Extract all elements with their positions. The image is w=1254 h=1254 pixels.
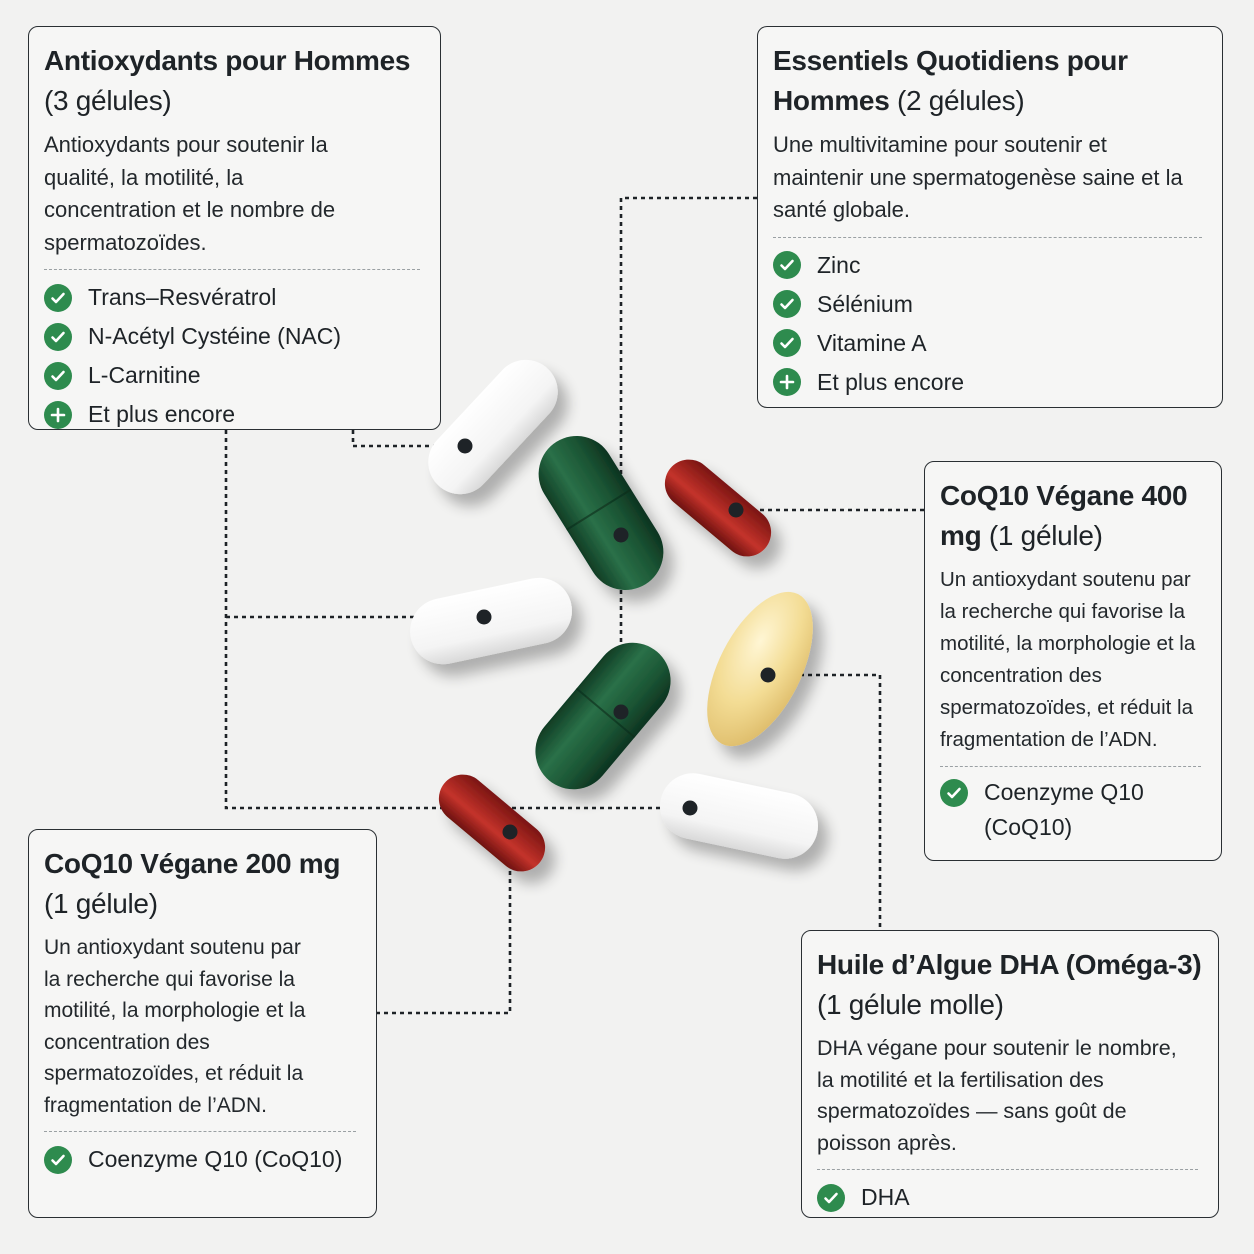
ingredient-label: Et plus encore: [88, 401, 236, 427]
check-icon: [44, 283, 72, 312]
connector-essentiels: [619, 196, 757, 712]
ingredient-item: Coenzyme Q10 (CoQ10): [44, 1140, 360, 1179]
check-icon: [773, 329, 801, 357]
ingredient-label: DHA: [861, 1184, 910, 1210]
check-icon: [44, 322, 72, 351]
ingredient-label: Sélénium: [817, 290, 913, 317]
dot-white-top: [457, 438, 473, 454]
connector-dha: [768, 673, 882, 928]
dot-white-middle: [476, 609, 492, 625]
ingredient-list: Trans–Resvératrol N-Acétyl Cystéine (NAC…: [44, 278, 424, 434]
dot-red-top: [728, 502, 744, 518]
ingredient-item: Coenzyme Q10 (CoQ10): [940, 775, 1205, 845]
connector-antioxydants-branch: [224, 430, 690, 810]
green-capsule-bottom: [535, 642, 671, 790]
check-icon: [817, 1183, 845, 1212]
card-title-text: Antioxydants pour Hommes: [44, 45, 411, 76]
card-coq10-200: CoQ10 Végane 200 mg (1 gélule) Un antiox…: [28, 829, 377, 1218]
ingredient-item: Sélénium: [773, 285, 1206, 324]
ingredient-item: DHA: [817, 1178, 1202, 1217]
card-description: Une multivitamine pour soutenir et maint…: [773, 132, 1183, 222]
softgel-capsule: [707, 591, 813, 747]
dot-green-top: [613, 527, 629, 543]
ingredient-label: Coenzyme Q10 (CoQ10): [984, 779, 1144, 840]
dot-white-bottom: [682, 800, 698, 816]
ingredient-list: Coenzyme Q10 (CoQ10): [44, 1140, 360, 1179]
check-icon: [44, 1145, 72, 1174]
divider: [817, 1169, 1198, 1170]
connector-antioxydants: [351, 430, 465, 448]
card-title: Antioxydants pour Hommes (3 gélules): [44, 41, 424, 121]
red-capsule-bottom: [438, 774, 546, 872]
connector-coq10-200: [376, 832, 512, 1015]
ingredient-label: Trans–Resvératrol: [88, 284, 277, 310]
divider: [44, 1131, 356, 1132]
card-title-text: Essentiels Quotidiens pour Hommes: [773, 45, 1128, 116]
ingredient-list: DHA: [817, 1178, 1202, 1217]
connector-lines: [224, 196, 924, 1015]
ingredient-list: Zinc Sélénium Vitamine A Et plus encore: [773, 246, 1206, 402]
red-capsule-top: [664, 459, 772, 557]
card-description: DHA végane pour soutenir le nombre, la m…: [817, 1036, 1177, 1155]
card-title: Essentiels Quotidiens pour Hommes (2 gél…: [773, 41, 1133, 121]
card-title: CoQ10 Végane 400 mg (1 gélule): [940, 476, 1190, 556]
check-icon: [940, 779, 968, 807]
card-quantity: (1 gélule): [988, 520, 1103, 551]
dot-green-bottom: [613, 704, 629, 720]
ingredient-item: Et plus encore: [44, 395, 424, 434]
card-title: CoQ10 Végane 200 mg (1 gélule): [44, 844, 360, 924]
white-capsule-top: [428, 359, 558, 495]
card-essentiels-quotidiens: Essentiels Quotidiens pour Hommes (2 gél…: [757, 26, 1223, 408]
card-quantity: (3 gélules): [44, 85, 172, 116]
dot-softgel: [760, 667, 776, 683]
card-title-text: Huile d’Algue DHA (Oméga-3): [817, 949, 1202, 980]
ingredient-label: Coenzyme Q10 (CoQ10): [88, 1146, 343, 1172]
card-quantity: (1 gélule): [44, 888, 158, 919]
dot-red-bottom: [502, 824, 518, 840]
connector-dots: [457, 438, 776, 840]
divider: [773, 236, 1202, 238]
ingredient-label: Vitamine A: [817, 329, 927, 356]
divider: [940, 766, 1201, 767]
card-title: Huile d’Algue DHA (Oméga-3) (1 gélule mo…: [817, 945, 1202, 1025]
ingredient-item: L-Carnitine: [44, 356, 424, 395]
ingredient-label: Et plus encore: [817, 368, 965, 395]
card-title-text: CoQ10 Végane 200 mg: [44, 848, 341, 879]
ingredient-item: Trans–Resvératrol: [44, 278, 424, 317]
ingredient-item: Vitamine A: [773, 324, 1206, 363]
card-title-text: CoQ10 Végane 400 mg: [940, 480, 1188, 551]
ingredient-item: N-Acétyl Cystéine (NAC): [44, 317, 424, 356]
check-icon: [773, 290, 801, 318]
plus-icon: [44, 400, 72, 429]
white-capsule-middle: [410, 577, 572, 665]
card-description: Antioxydants pour soutenir la qualité, l…: [44, 132, 336, 255]
card-huile-algue-dha: Huile d’Algue DHA (Oméga-3) (1 gélule mo…: [801, 930, 1219, 1218]
card-coq10-400: CoQ10 Végane 400 mg (1 gélule) Un antiox…: [924, 461, 1222, 861]
card-description: Un antioxydant soutenu par la recherche …: [44, 936, 306, 1117]
divider: [44, 269, 420, 270]
card-quantity: (2 gélules): [896, 85, 1025, 116]
card-quantity: (1 gélule molle): [817, 989, 1004, 1020]
card-description: Un antioxydant soutenu par la recherche …: [940, 568, 1196, 751]
ingredient-label: N-Acétyl Cystéine (NAC): [88, 323, 342, 349]
check-icon: [44, 361, 72, 390]
ingredient-item: Zinc: [773, 246, 1206, 285]
ingredient-label: Zinc: [817, 251, 861, 278]
white-capsule-bottom: [660, 773, 818, 859]
card-antioxydants: Antioxydants pour Hommes (3 gélules) Ant…: [28, 26, 441, 430]
ingredient-label: L-Carnitine: [88, 362, 201, 388]
ingredient-list: Coenzyme Q10 (CoQ10): [940, 775, 1205, 845]
green-capsule-top: [538, 435, 664, 591]
ingredient-item: Et plus encore: [773, 363, 1206, 402]
plus-icon: [773, 368, 801, 396]
check-icon: [773, 251, 801, 279]
